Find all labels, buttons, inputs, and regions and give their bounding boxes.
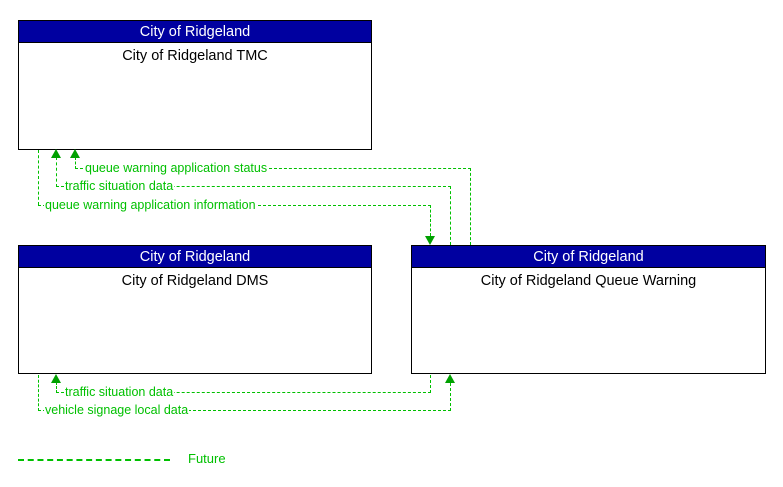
flow-arrow-queue-warning-application-information xyxy=(425,236,435,245)
node-name-label: City of Ridgeland DMS xyxy=(121,273,269,289)
flow-arrow-queue-warning-application-status xyxy=(70,149,80,158)
flow-arrow-traffic-situation-data-top xyxy=(51,149,61,158)
flow-label-traffic-situation-data-top: traffic situation data xyxy=(64,179,175,193)
flow-line-traffic-situation-data-top-vertical-left xyxy=(56,157,57,187)
legend-future-label: Future xyxy=(188,451,226,466)
legend-future-line xyxy=(18,459,170,461)
flow-line-queue-warning-application-status-horizontal xyxy=(75,168,471,169)
flow-label-vehicle-signage-local-data: vehicle signage local data xyxy=(44,403,190,417)
flow-arrow-vehicle-signage-local-data xyxy=(445,374,455,383)
node-stakeholder-label: City of Ridgeland xyxy=(412,246,765,268)
flow-line-queue-warning-application-information-vertical-left xyxy=(38,150,39,205)
flow-line-queue-warning-application-status-vertical-left xyxy=(75,157,76,169)
flow-arrow-traffic-situation-data-bottom xyxy=(51,374,61,383)
node-name-label: City of Ridgeland Queue Warning xyxy=(480,273,697,289)
flow-line-traffic-situation-data-top-horizontal xyxy=(56,186,451,187)
node-stakeholder-label: City of Ridgeland xyxy=(19,246,371,268)
flow-line-traffic-situation-data-top-vertical-right xyxy=(450,186,451,245)
node-city-of-ridgeland-queue-warning[interactable]: City of Ridgeland City of Ridgeland Queu… xyxy=(411,245,766,374)
flow-line-traffic-situation-data-bottom-vertical-right xyxy=(430,375,431,393)
flow-line-traffic-situation-data-bottom-vertical-left xyxy=(56,382,57,393)
node-name-label: City of Ridgeland TMC xyxy=(122,48,268,64)
flow-line-traffic-situation-data-bottom-horizontal xyxy=(56,392,431,393)
node-city-of-ridgeland-dms[interactable]: City of Ridgeland City of Ridgeland DMS xyxy=(18,245,372,374)
flow-line-vehicle-signage-local-data-horizontal xyxy=(38,410,451,411)
flow-label-queue-warning-application-status: queue warning application status xyxy=(84,161,269,175)
flow-line-queue-warning-application-information-vertical-right xyxy=(430,205,431,236)
node-stakeholder-label: City of Ridgeland xyxy=(19,21,371,43)
flow-label-queue-warning-application-information: queue warning application information xyxy=(44,198,257,212)
flow-line-queue-warning-application-status-vertical-right xyxy=(470,168,471,245)
flow-line-vehicle-signage-local-data-vertical-right xyxy=(450,383,451,411)
flow-line-vehicle-signage-local-data-vertical-left xyxy=(38,375,39,411)
flow-label-traffic-situation-data-bottom: traffic situation data xyxy=(64,385,175,399)
node-city-of-ridgeland-tmc[interactable]: City of Ridgeland City of Ridgeland TMC xyxy=(18,20,372,150)
